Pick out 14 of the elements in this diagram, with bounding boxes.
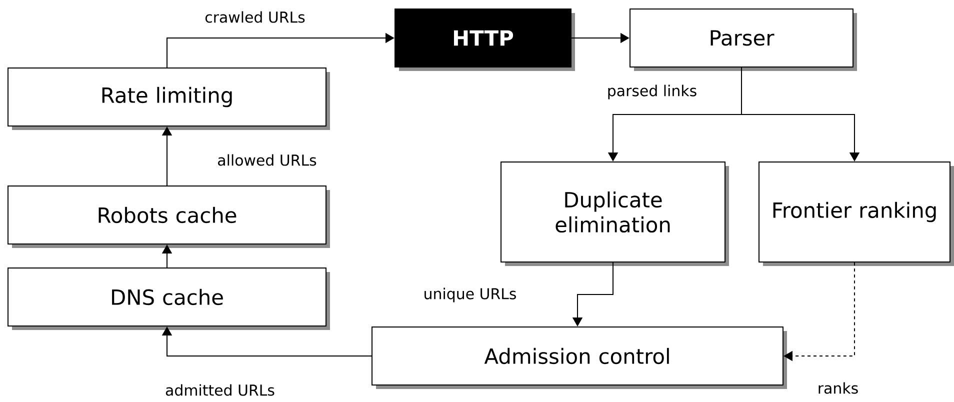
process-box: Rate limiting xyxy=(8,68,330,130)
process-box: Frontier ranking xyxy=(758,162,954,266)
process-box: HTTP xyxy=(394,8,575,71)
process-box: Parser xyxy=(630,8,857,71)
edge-label: ranks xyxy=(816,381,860,395)
edge-label: allowed URLs xyxy=(216,153,318,167)
process-box: Admission control xyxy=(372,326,787,389)
edge-label: admitted URLs xyxy=(164,383,276,397)
edge-label: unique URLs xyxy=(422,286,518,304)
edge-label: parsed links xyxy=(606,84,698,100)
edge-label: crawled URLs xyxy=(204,10,306,24)
process-box: Robots cache xyxy=(8,186,330,248)
process-box: DNS cache xyxy=(8,268,330,330)
process-box: Duplicate elimination xyxy=(500,162,729,266)
